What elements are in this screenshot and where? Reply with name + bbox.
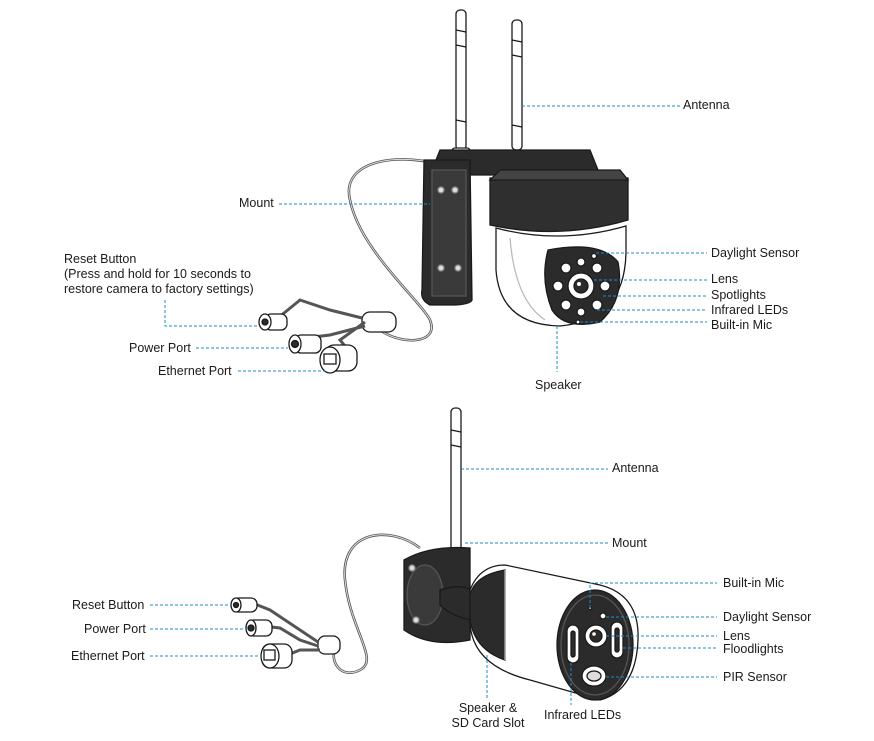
bullet-reset-connector bbox=[230, 597, 258, 613]
ptz-label-builtin-mic: Built-in Mic bbox=[711, 318, 773, 332]
bullet-label-builtin-mic: Built-in Mic bbox=[723, 576, 785, 590]
ptz-label-power-port: Power Port bbox=[129, 341, 191, 355]
bullet-power-connector bbox=[245, 619, 273, 637]
bullet-label-pir-sensor: PIR Sensor bbox=[723, 670, 787, 684]
ptz-power-connector bbox=[288, 334, 322, 354]
leader-lines bbox=[150, 105, 717, 705]
bullet-label-reset-button: Reset Button bbox=[72, 598, 145, 612]
ptz-label-spotlights: Spotlights bbox=[711, 288, 766, 302]
ptz-housing-top bbox=[489, 177, 629, 233]
bullet-label-antenna: Antenna bbox=[612, 461, 659, 475]
ptz-label-daylight-sensor: Daylight Sensor bbox=[711, 246, 800, 260]
ptz-label-antenna: Antenna bbox=[683, 98, 730, 112]
bullet-label-lens: Lens bbox=[723, 629, 751, 643]
bullet-label-floodlights: Floodlights bbox=[723, 642, 784, 656]
ptz-antenna-right bbox=[511, 19, 523, 151]
bullet-label-speaker-sd: Speaker & SD Card Slot bbox=[451, 701, 525, 730]
ptz-label-ethernet-port: Ethernet Port bbox=[158, 364, 232, 378]
bullet-camera-drawing bbox=[230, 407, 639, 701]
ptz-ethernet-connector bbox=[319, 344, 358, 374]
ptz-label-reset-button: Reset Button (Press and hold for 10 seco… bbox=[64, 252, 254, 296]
leader-bullet-mic bbox=[589, 582, 717, 608]
ptz-reset-connector bbox=[258, 313, 288, 331]
ptz-connector-junction bbox=[361, 311, 397, 333]
ptz-label-mount: Mount bbox=[239, 196, 274, 210]
bullet-label-mount: Mount bbox=[612, 536, 647, 550]
leader-ptz-reset bbox=[164, 300, 258, 327]
ptz-label-speaker: Speaker bbox=[535, 378, 582, 392]
ptz-label-infrared-leds: Infrared LEDs bbox=[711, 303, 789, 317]
bullet-ethernet-connector bbox=[260, 643, 293, 669]
bullet-label-ethernet-port: Ethernet Port bbox=[71, 649, 145, 663]
bullet-label-infrared-leds: Infrared LEDs bbox=[544, 708, 622, 722]
ptz-camera-drawing bbox=[258, 9, 630, 374]
bullet-label-power-port: Power Port bbox=[84, 622, 146, 636]
bullet-connector-junction bbox=[317, 635, 341, 655]
ptz-label-lens: Lens bbox=[711, 272, 739, 286]
bullet-label-daylight-sensor: Daylight Sensor bbox=[723, 610, 812, 624]
